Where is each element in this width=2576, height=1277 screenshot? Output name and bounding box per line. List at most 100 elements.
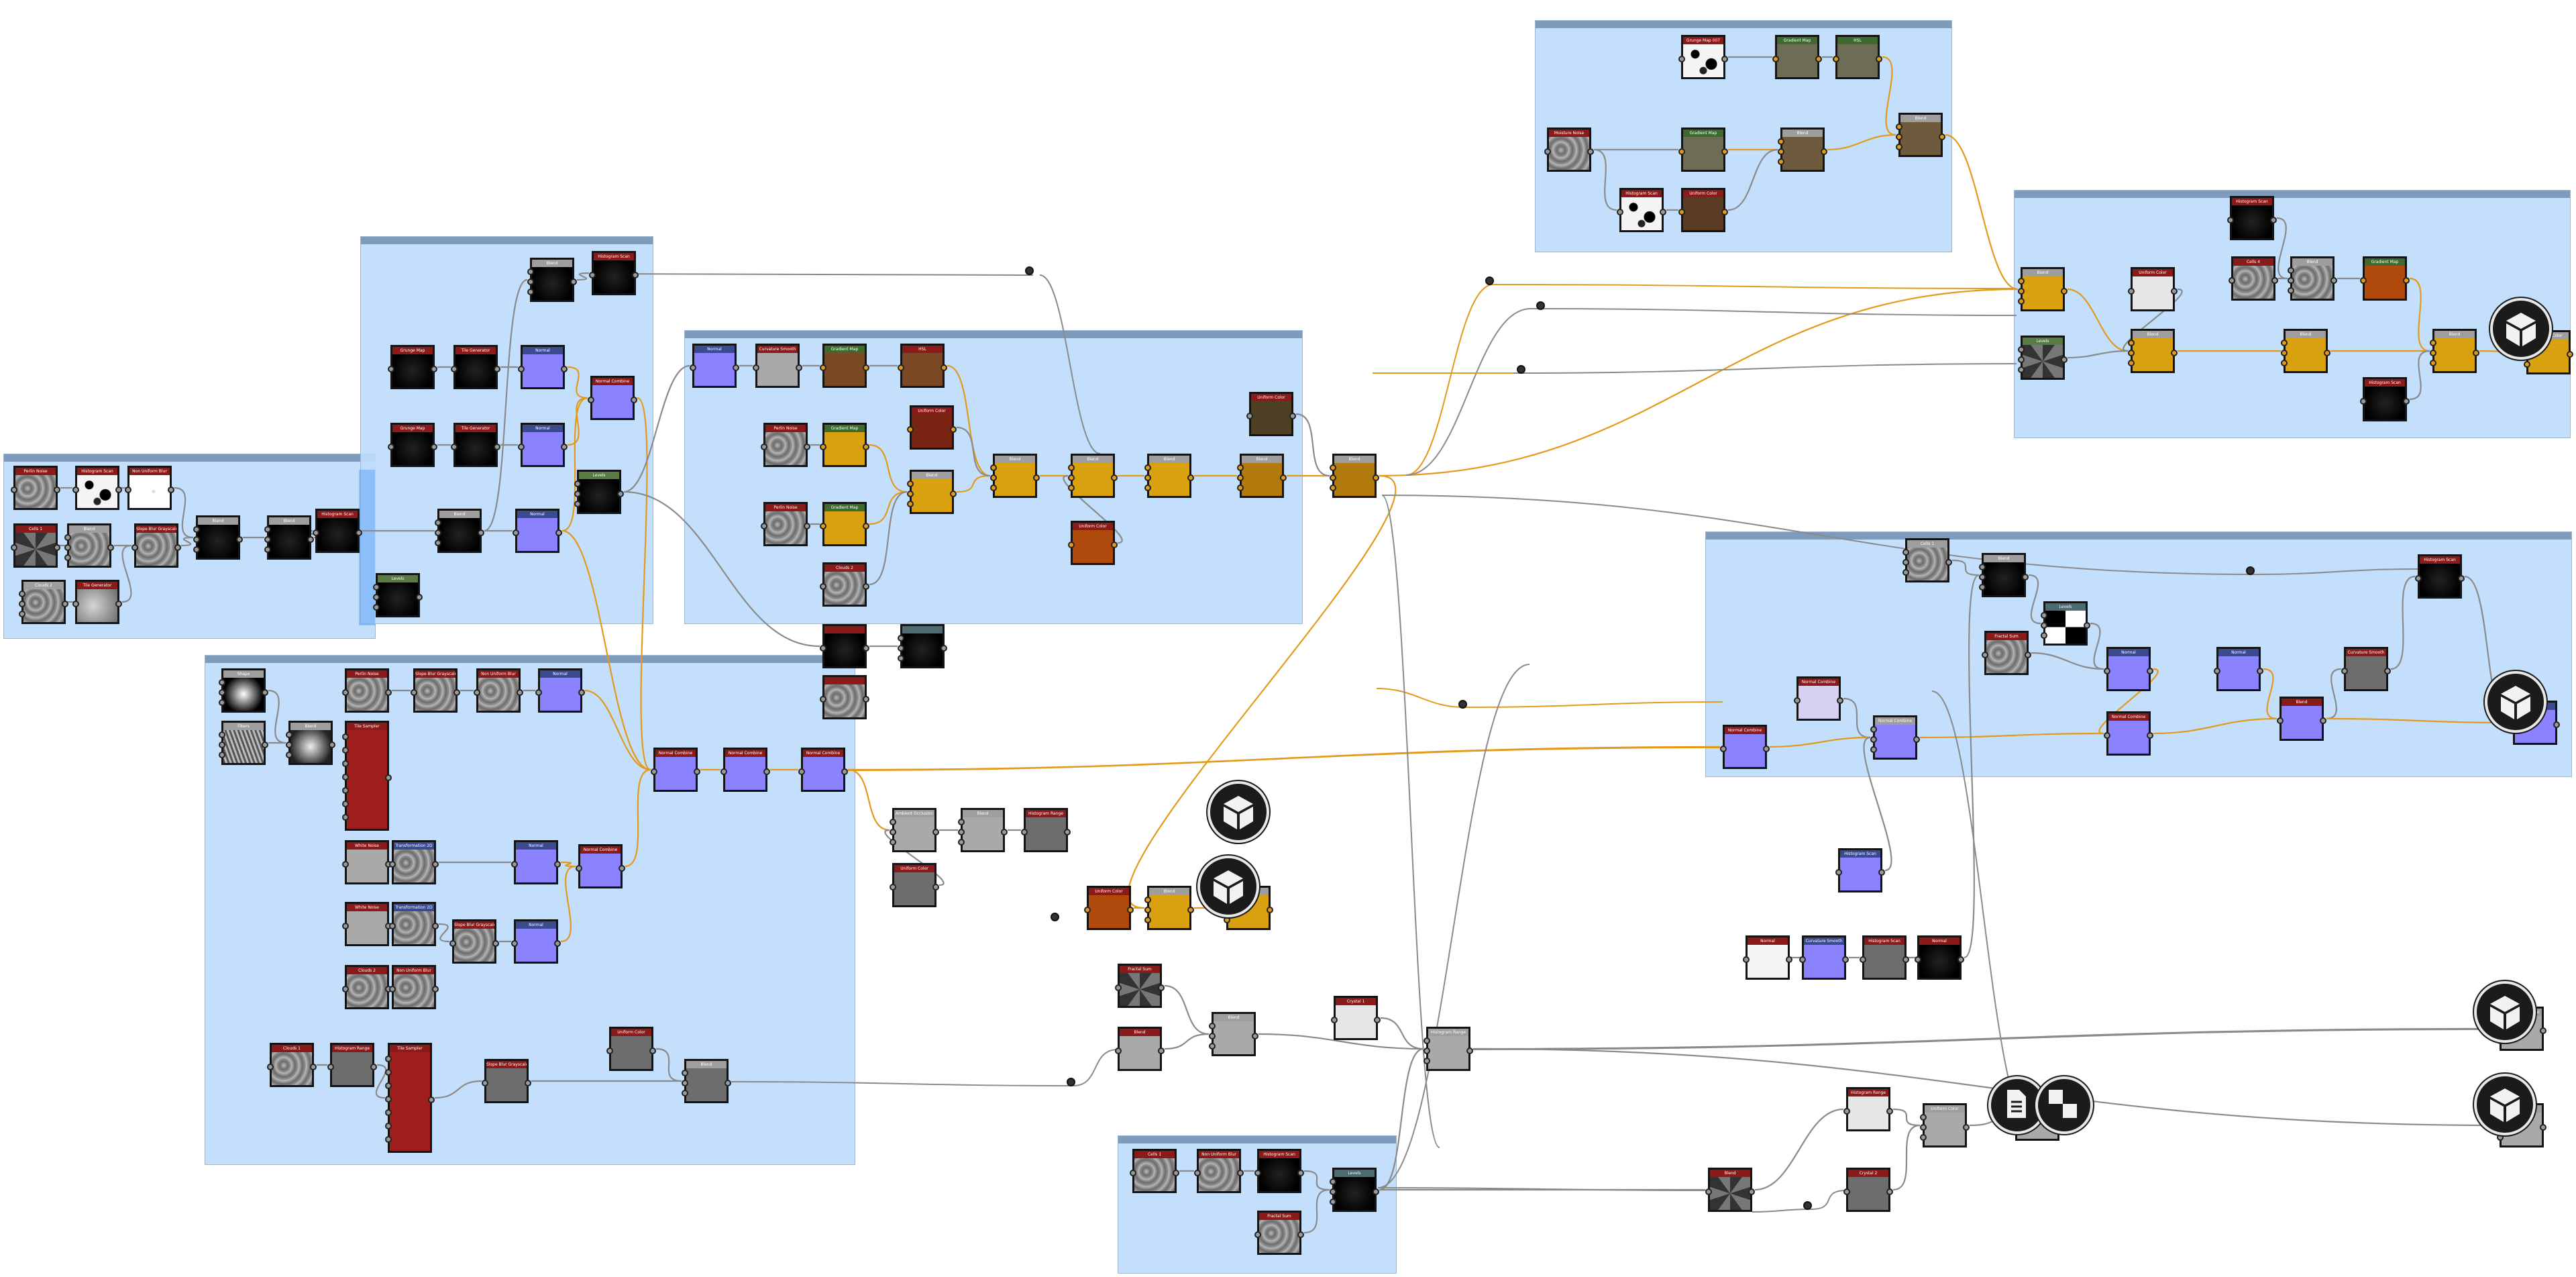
output-port[interactable] <box>115 487 122 493</box>
node-b5[interactable]: Normal <box>518 345 568 389</box>
output-port[interactable] <box>1748 1188 1755 1195</box>
node-header[interactable]: Histogram Scan <box>1259 1151 1299 1158</box>
output-port[interactable] <box>950 491 957 497</box>
node-header[interactable]: Histogram Scan <box>1621 190 1662 197</box>
node-c6[interactable]: Perlin Noise <box>761 423 810 467</box>
node-header[interactable]: Histogram Range <box>1026 810 1066 817</box>
node-header[interactable]: Perlin Noise <box>765 425 806 432</box>
node-header[interactable]: White Noise <box>347 904 387 911</box>
input-port[interactable] <box>1544 148 1551 155</box>
node-d6[interactable]: Non Uniform Blur <box>474 668 523 713</box>
node-header[interactable]: Tile Generator <box>455 347 496 354</box>
input-port[interactable] <box>1902 568 1909 576</box>
node-h2[interactable]: Cells 4 <box>2229 256 2278 301</box>
node-header[interactable]: Blend <box>69 525 109 533</box>
output-port[interactable] <box>2458 575 2465 582</box>
node-header[interactable]: Levels <box>378 575 418 582</box>
node-header[interactable]: Cells 1 <box>15 525 56 533</box>
input-port[interactable] <box>1799 956 1806 963</box>
input-port[interactable] <box>890 829 896 835</box>
node-header[interactable]: Normal Combine <box>1725 727 1765 734</box>
node-header[interactable]: Tile Sampler <box>347 723 387 730</box>
output-port[interactable] <box>578 689 585 696</box>
input-port[interactable] <box>2018 278 2025 285</box>
reroute-dot[interactable] <box>1025 266 1034 275</box>
node-header[interactable]: Transformation 2D <box>394 904 434 911</box>
node-header[interactable]: Uniform Color <box>611 1029 651 1036</box>
output-port[interactable] <box>1033 474 1040 481</box>
output-port[interactable] <box>1237 1170 1244 1176</box>
output-port[interactable] <box>763 768 770 775</box>
node-e1[interactable]: Ambient Occlusion <box>890 808 939 852</box>
node-header[interactable]: Curvature Smooth <box>757 346 798 353</box>
node-j1[interactable]: Histogram Scan <box>1835 848 1885 892</box>
input-port[interactable] <box>373 584 380 591</box>
input-port[interactable] <box>682 1080 688 1086</box>
output-port[interactable] <box>863 583 869 590</box>
output-port[interactable] <box>2384 668 2391 674</box>
node-c16[interactable]: Uniform Color <box>1246 392 1296 436</box>
node-header[interactable]: Normal Combine <box>1875 717 1915 725</box>
output-port[interactable] <box>617 491 624 497</box>
output-port[interactable] <box>1373 1188 1379 1195</box>
input-port[interactable] <box>1617 209 1623 215</box>
input-port[interactable] <box>219 731 225 739</box>
input-port[interactable] <box>327 1064 334 1070</box>
input-port[interactable] <box>474 689 480 696</box>
input-port[interactable] <box>761 444 767 450</box>
output-port[interactable] <box>1373 474 1379 481</box>
node-e8[interactable]: Fractal Sum <box>1115 964 1165 1008</box>
node-header[interactable]: Gradient Map <box>1777 37 1817 44</box>
node-i5[interactable]: Normal <box>2104 647 2153 691</box>
input-port[interactable] <box>19 601 25 607</box>
node-header[interactable]: Histogram Scan <box>1840 850 1880 858</box>
output-port[interactable] <box>236 536 243 543</box>
output-port[interactable] <box>1721 56 1728 62</box>
node-header[interactable]: Blend <box>2286 331 2326 338</box>
node-c12[interactable]: Blend <box>1068 454 1118 498</box>
input-port[interactable] <box>1144 897 1151 904</box>
node-header[interactable]: Blend <box>2282 699 2322 706</box>
reroute-dot[interactable] <box>1803 1201 1812 1210</box>
output-port[interactable] <box>356 529 362 536</box>
output-port[interactable] <box>1886 1188 1893 1195</box>
node-header[interactable]: Tile Generator <box>77 582 117 589</box>
node-header[interactable]: Blend <box>269 517 309 525</box>
output-port[interactable] <box>941 364 947 371</box>
node-h3[interactable]: Blend <box>2288 256 2337 301</box>
input-port[interactable] <box>1144 907 1151 913</box>
node-header[interactable]: Normal <box>2218 649 2259 656</box>
input-port[interactable] <box>389 986 396 992</box>
frame-f6[interactable] <box>2014 190 2571 438</box>
node-j9[interactable]: Crystal 2 <box>1843 1168 1893 1212</box>
node-e4[interactable]: Uniform Color <box>890 863 939 907</box>
node-b11[interactable]: Normal <box>513 509 562 553</box>
frame-title-bar[interactable] <box>1706 532 2571 540</box>
node-b12[interactable]: Levels <box>574 470 624 514</box>
output-port[interactable] <box>863 696 869 703</box>
checkerboard-icon[interactable] <box>2035 1076 2093 1134</box>
input-port[interactable] <box>193 546 200 553</box>
node-d21[interactable]: Tile Sampler <box>385 1043 435 1153</box>
input-port[interactable] <box>1835 869 1842 876</box>
node-header[interactable]: Shape <box>223 670 264 678</box>
input-port[interactable] <box>2018 346 2025 354</box>
node-header[interactable]: Tile Generator <box>455 425 496 432</box>
reroute-dot[interactable] <box>1458 700 1467 709</box>
node-d16[interactable]: Normal <box>511 919 561 964</box>
node-h6[interactable]: Uniform Color <box>2128 267 2178 311</box>
input-port[interactable] <box>435 519 441 527</box>
output-port[interactable] <box>619 865 625 872</box>
input-port[interactable] <box>1144 484 1151 491</box>
node-header[interactable]: Ambient Occlusion <box>894 810 934 817</box>
node-header[interactable]: Crystal 1 <box>1336 998 1376 1005</box>
output-port[interactable] <box>2147 668 2153 674</box>
input-port[interactable] <box>1330 1198 1336 1205</box>
output-port[interactable] <box>2257 668 2263 674</box>
input-port[interactable] <box>1920 1114 1927 1121</box>
input-port[interactable] <box>2281 350 2288 356</box>
node-header[interactable]: Blend <box>1120 1029 1160 1036</box>
output-cube-icon[interactable] <box>2474 1074 2536 1135</box>
node-header[interactable]: Grunge Map 007 <box>1683 37 1723 44</box>
node-header[interactable]: Blend <box>198 517 238 525</box>
